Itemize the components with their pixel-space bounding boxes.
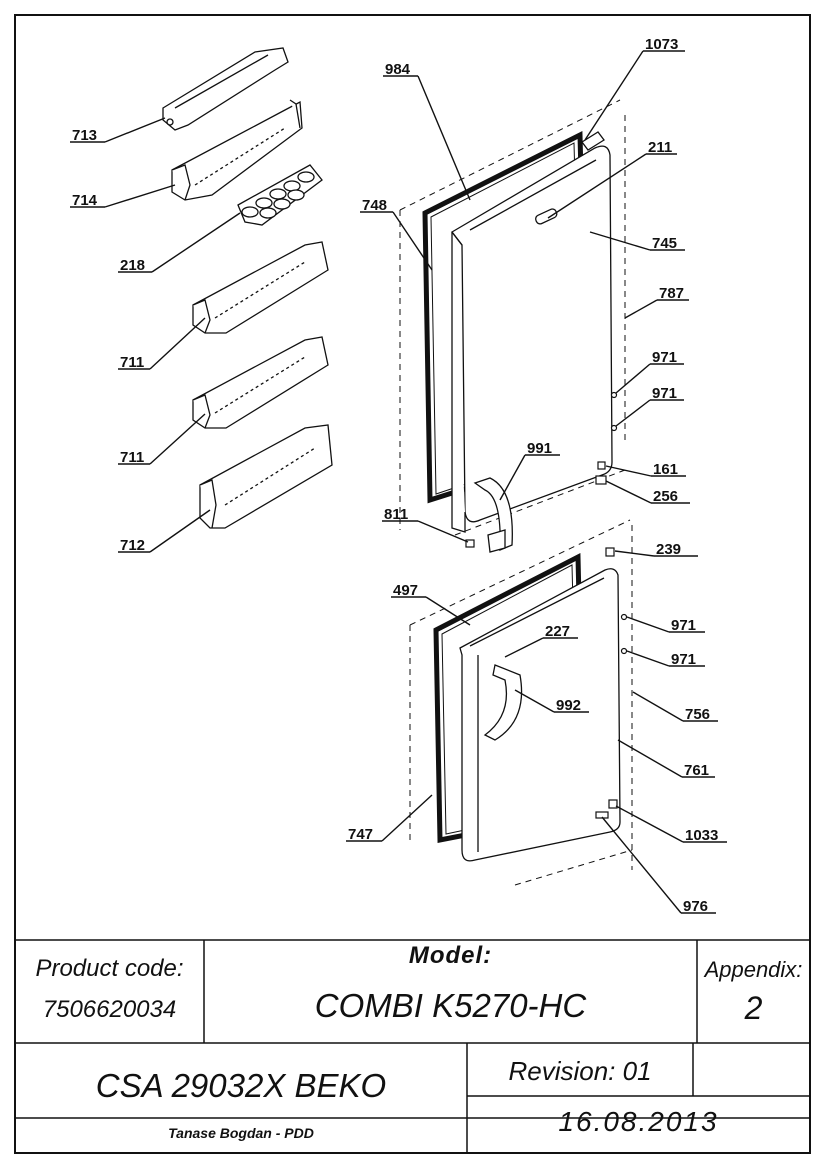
callout-713: 713 (72, 127, 97, 144)
leader-line (149, 317, 206, 370)
model-name: COMBI K5270-HC (314, 987, 587, 1024)
leader-line (626, 650, 670, 667)
callout-991: 991 (527, 440, 552, 457)
upper-door-projection-lines (399, 99, 626, 536)
leader-line (151, 212, 241, 273)
egg-tray-218 (237, 164, 323, 226)
product-code-label: Product code: (35, 955, 184, 982)
leader-line (425, 596, 471, 626)
callout-756: 756 (685, 706, 710, 723)
callout-976: 976 (683, 898, 708, 915)
callout-256: 256 (653, 488, 678, 505)
upper-door-745 (451, 145, 613, 533)
callout-211: 211 (648, 139, 672, 156)
lower-door-projection-lines (409, 519, 633, 886)
callout-992: 992 (556, 697, 581, 714)
leader-line (605, 465, 652, 477)
callout-712: 712 (120, 537, 145, 554)
leader-line (614, 550, 655, 557)
plug-971-a (610, 391, 618, 399)
plug-971-b (610, 424, 618, 432)
sheet-border (14, 14, 811, 1154)
plug-971-c (620, 613, 628, 621)
callout-971: 971 (671, 651, 696, 668)
leader-line (547, 153, 647, 219)
leader-line (624, 299, 658, 319)
callout-239: 239 (656, 541, 681, 558)
bottle-balcony-712 (199, 424, 333, 529)
balcony-711-lower (192, 336, 329, 429)
callout-761: 761 (684, 762, 709, 779)
callout-747: 747 (348, 826, 373, 843)
plug-971-d (620, 647, 628, 655)
leader-line (392, 211, 433, 271)
model-label: Model: (408, 942, 493, 969)
lower-door-761 (459, 568, 621, 862)
callout-1073: 1073 (645, 36, 678, 53)
leader-line (417, 75, 471, 201)
callout-984: 984 (385, 61, 411, 78)
callout-218: 218 (120, 257, 145, 274)
hinge-1073 (581, 131, 605, 151)
callout-714: 714 (72, 192, 98, 209)
leader-line (381, 794, 433, 842)
callout-227: 227 (545, 623, 570, 640)
appendix-number: 2 (744, 990, 763, 1026)
callout-745: 745 (652, 235, 677, 252)
leader-line (104, 184, 176, 208)
leader-line (615, 399, 651, 427)
leader-line (104, 117, 166, 143)
part-161 (597, 461, 606, 470)
top-cover-713 (162, 47, 289, 131)
leader-line (617, 739, 683, 778)
leader-line (632, 691, 684, 722)
callout-787: 787 (659, 285, 684, 302)
leader-line (589, 231, 651, 251)
callout-971: 971 (652, 349, 677, 366)
part-239 (605, 547, 615, 557)
shelf-714 (171, 99, 303, 201)
title-block-grid (15, 939, 810, 1153)
part-256 (595, 475, 607, 485)
date: 16.08.2013 (558, 1106, 719, 1137)
callout-748: 748 (362, 197, 387, 214)
callout-811: 811 (384, 506, 408, 523)
small-parts-upper (465, 391, 618, 548)
leader-line (601, 816, 682, 914)
leader-line (626, 616, 670, 633)
leader-line (514, 689, 555, 713)
author: Tanase Bogdan - PDD (168, 1125, 314, 1141)
leader-line (149, 413, 206, 465)
leader-line (149, 509, 211, 553)
callout-497: 497 (393, 582, 418, 599)
callout-labels: 713 714 218 711 711 712 984 1073 211 748 745 787 971… (70, 36, 727, 915)
leader-line (499, 454, 526, 501)
revision: Revision: 01 (508, 1056, 652, 1086)
callout-161: 161 (653, 461, 678, 478)
leader-lines (104, 50, 684, 914)
leader-line (615, 363, 651, 394)
part-811 (465, 539, 475, 548)
part-1033 (608, 799, 618, 809)
leader-line (584, 50, 644, 141)
callout-1033: 1033 (685, 827, 718, 844)
callout-711: 711 (120, 354, 144, 371)
leader-line (504, 637, 544, 658)
leader-line (605, 480, 652, 504)
callout-971: 971 (652, 385, 677, 402)
leader-line (615, 805, 684, 843)
callout-711: 711 (120, 449, 144, 466)
leader-line (417, 520, 469, 543)
customer-code: CSA 29032X BEKO (95, 1067, 387, 1104)
balcony-711-upper (192, 241, 329, 334)
handle-992 (483, 664, 523, 741)
appendix-label: Appendix: (704, 957, 803, 982)
callout-971: 971 (671, 617, 696, 634)
product-code: 7506620034 (42, 996, 177, 1023)
